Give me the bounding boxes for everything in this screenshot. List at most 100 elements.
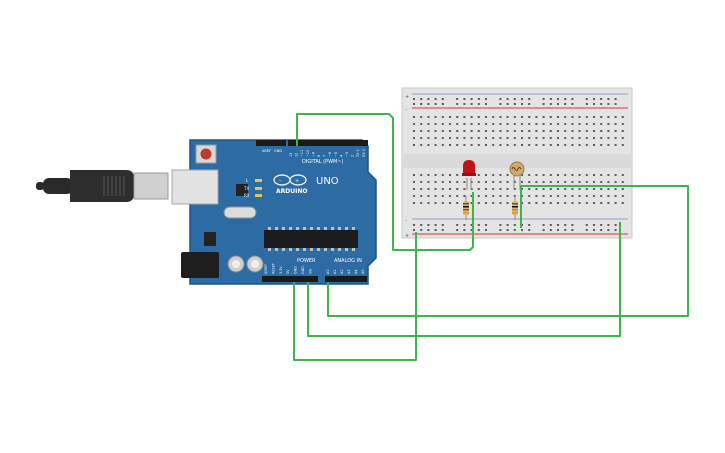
pin-label: 8 bbox=[317, 155, 321, 157]
breadboard-hole bbox=[557, 224, 559, 226]
breadboard-hole bbox=[413, 188, 415, 190]
breadboard-hole bbox=[564, 229, 567, 231]
breadboard-hole bbox=[506, 229, 509, 231]
resistor-2[interactable] bbox=[512, 196, 518, 220]
breadboard-hole bbox=[614, 137, 617, 139]
breadboard-hole bbox=[521, 229, 523, 231]
breadboard-hole bbox=[470, 229, 473, 231]
breadboard-hole bbox=[420, 98, 423, 100]
breadboard-hole bbox=[542, 188, 545, 190]
breadboard-hole bbox=[564, 130, 567, 132]
breadboard-hole bbox=[535, 188, 538, 190]
breadboard-hole bbox=[607, 144, 610, 146]
breadboard-hole bbox=[456, 174, 459, 176]
breadboard-hole bbox=[470, 103, 473, 105]
breadboard-hole bbox=[477, 116, 480, 118]
breadboard-hole bbox=[614, 130, 617, 132]
breadboard-hole bbox=[549, 229, 552, 231]
breadboard-hole bbox=[521, 144, 523, 146]
breadboard-hole bbox=[513, 224, 516, 226]
atmega-chip bbox=[264, 230, 358, 248]
wire-a0-to-sensor[interactable] bbox=[327, 185, 689, 317]
photoresistor[interactable] bbox=[509, 161, 525, 190]
breadboard-hole bbox=[578, 202, 581, 204]
breadboard-hole bbox=[521, 103, 523, 105]
reset-button[interactable] bbox=[200, 148, 212, 160]
breadboard-hole bbox=[614, 202, 617, 204]
breadboard-hole bbox=[557, 174, 559, 176]
breadboard-hole bbox=[585, 144, 588, 146]
breadboard-hole bbox=[470, 188, 473, 190]
breadboard-hole bbox=[607, 130, 610, 132]
breadboard-hole bbox=[600, 137, 603, 139]
breadboard-hole bbox=[593, 98, 595, 100]
breadboard-hole bbox=[485, 195, 487, 197]
breadboard-hole bbox=[420, 229, 423, 231]
breadboard-hole bbox=[614, 224, 617, 226]
breadboard-hole bbox=[449, 144, 451, 146]
analog-header[interactable] bbox=[325, 276, 367, 282]
power-header[interactable] bbox=[262, 276, 318, 282]
digital-header[interactable] bbox=[288, 140, 368, 146]
breadboard-hole bbox=[463, 224, 466, 226]
atmega-chip-pins bbox=[268, 227, 355, 251]
breadboard-hole bbox=[600, 116, 603, 118]
wire-5v-to-rail[interactable] bbox=[293, 232, 417, 361]
breadboard-hole bbox=[499, 174, 502, 176]
breadboard-hole bbox=[535, 144, 538, 146]
breadboard-hole bbox=[549, 123, 552, 125]
breadboard-hole bbox=[470, 224, 473, 226]
pin-label: A2 bbox=[340, 270, 344, 274]
breadboard-hole bbox=[542, 195, 545, 197]
breadboard-hole bbox=[521, 137, 523, 139]
breadboard-hole bbox=[492, 195, 495, 197]
breadboard-hole bbox=[571, 116, 574, 118]
breadboard-hole bbox=[542, 144, 545, 146]
breadboard-hole bbox=[614, 188, 617, 190]
breadboard-hole bbox=[621, 174, 624, 176]
breadboard-hole bbox=[449, 188, 451, 190]
breadboard-hole bbox=[542, 116, 545, 118]
breadboard-hole bbox=[427, 188, 430, 190]
breadboard-hole bbox=[434, 181, 437, 183]
breadboard-hole bbox=[477, 123, 480, 125]
breadboard-hole bbox=[449, 130, 451, 132]
breadboard-hole bbox=[499, 202, 502, 204]
breadboard-hole bbox=[557, 130, 559, 132]
breadboard-hole bbox=[463, 130, 466, 132]
breadboard-hole bbox=[600, 103, 603, 105]
pin-label: ~6 bbox=[328, 152, 332, 157]
breadboard-hole bbox=[542, 98, 545, 100]
pin-label: 7 bbox=[323, 155, 327, 157]
breadboard-hole bbox=[557, 181, 559, 183]
breadboard-hole bbox=[585, 202, 588, 204]
breadboard-hole bbox=[542, 224, 545, 226]
breadboard-hole bbox=[542, 103, 545, 105]
breadboard-hole bbox=[571, 130, 574, 132]
breadboard-hole bbox=[614, 123, 617, 125]
breadboard-hole bbox=[463, 116, 466, 118]
breadboard-hole bbox=[528, 123, 531, 125]
breadboard-hole bbox=[513, 123, 516, 125]
breadboard-hole bbox=[621, 137, 624, 139]
wire-pin13-to-led[interactable] bbox=[296, 113, 474, 251]
breadboard-hole bbox=[449, 123, 451, 125]
resistor-1[interactable] bbox=[463, 196, 469, 220]
breadboard-hole bbox=[499, 116, 502, 118]
wire-gnd-to-rail[interactable] bbox=[307, 222, 621, 337]
breadboard-hole bbox=[593, 123, 595, 125]
usb-cable[interactable] bbox=[36, 170, 169, 202]
breadboard-hole bbox=[521, 130, 523, 132]
breadboard-hole bbox=[492, 181, 495, 183]
breadboard-hole bbox=[585, 229, 588, 231]
breadboard-hole bbox=[506, 188, 509, 190]
led-red[interactable] bbox=[462, 160, 476, 190]
breadboard-hole bbox=[427, 144, 430, 146]
breadboard-hole bbox=[499, 123, 502, 125]
breadboard-hole bbox=[506, 130, 509, 132]
pin-label: ~11 bbox=[300, 150, 304, 157]
breadboard-holes bbox=[413, 98, 624, 231]
breadboard-hole bbox=[470, 144, 473, 146]
